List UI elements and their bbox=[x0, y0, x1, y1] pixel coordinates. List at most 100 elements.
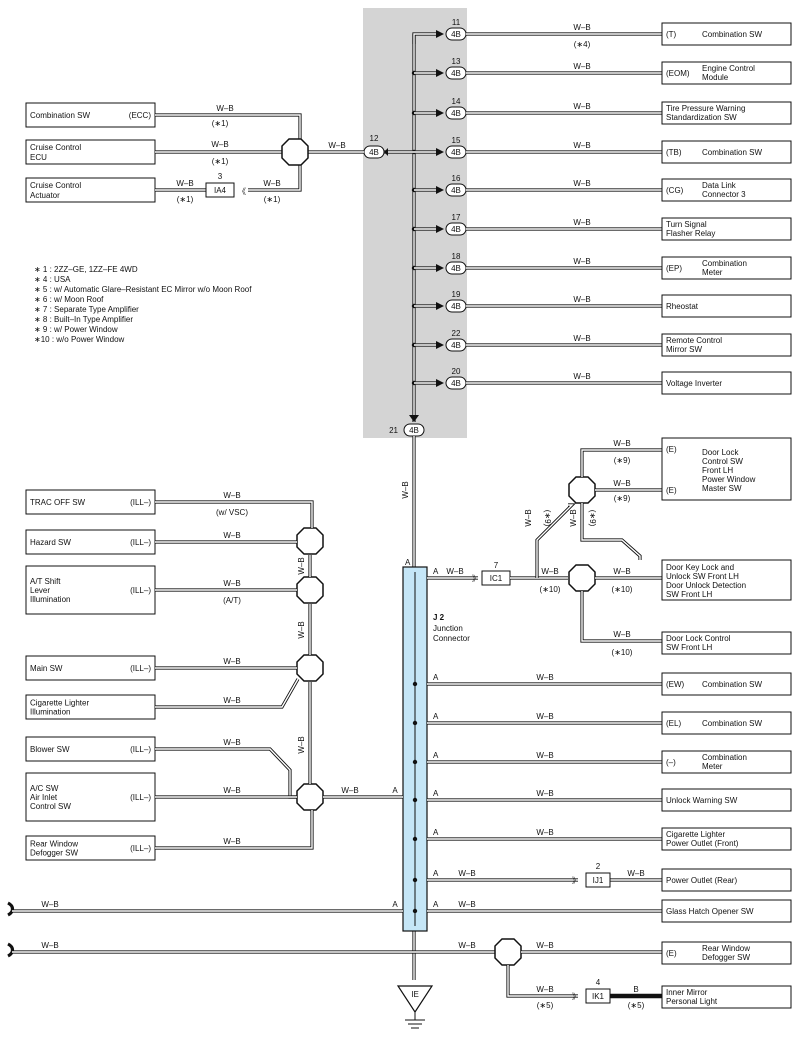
svg-text:W–B: W–B bbox=[573, 218, 590, 227]
svg-text:7: 7 bbox=[494, 561, 499, 570]
svg-text:W–B: W–B bbox=[297, 621, 306, 638]
svg-text:Meter: Meter bbox=[702, 762, 723, 771]
component-box bbox=[661, 217, 792, 241]
svg-text:W–B: W–B bbox=[524, 509, 533, 526]
svg-text:(ILL–): (ILL–) bbox=[130, 793, 151, 802]
svg-text:A: A bbox=[433, 869, 439, 878]
svg-text:Rear Window: Rear Window bbox=[30, 840, 78, 849]
svg-text:Hazard SW: Hazard SW bbox=[30, 538, 71, 547]
svg-text:(E): (E) bbox=[666, 486, 677, 495]
svg-text:W–B: W–B bbox=[536, 941, 553, 950]
component-box bbox=[661, 788, 792, 812]
svg-text:A: A bbox=[433, 567, 439, 576]
svg-text:Defogger SW: Defogger SW bbox=[30, 849, 78, 858]
svg-text:Standardization SW: Standardization SW bbox=[666, 113, 737, 122]
svg-text:22: 22 bbox=[452, 329, 461, 338]
splice-top-left bbox=[281, 138, 309, 166]
svg-text:Power Window: Power Window bbox=[702, 475, 756, 484]
svg-text:4B: 4B bbox=[451, 109, 461, 118]
svg-text:18: 18 bbox=[452, 252, 461, 261]
splice-ill bbox=[296, 527, 324, 555]
svg-text:》: 》 bbox=[572, 992, 580, 1001]
svg-text:(ILL–): (ILL–) bbox=[130, 538, 151, 547]
component-box bbox=[661, 333, 792, 357]
svg-text:A: A bbox=[392, 786, 398, 795]
svg-text:W–B: W–B bbox=[458, 941, 475, 950]
svg-text:IJ1: IJ1 bbox=[593, 876, 604, 885]
svg-text:W–B: W–B bbox=[536, 751, 553, 760]
svg-text:W–B: W–B bbox=[573, 62, 590, 71]
svg-text:B: B bbox=[633, 985, 638, 994]
splice-ill bbox=[296, 576, 324, 604]
svg-text:Door Lock: Door Lock bbox=[702, 448, 739, 457]
svg-text:Unlock SW Front LH: Unlock SW Front LH bbox=[666, 572, 739, 581]
svg-text:Cruise Control: Cruise Control bbox=[30, 143, 81, 152]
svg-text:(A/T): (A/T) bbox=[223, 596, 241, 605]
svg-text:Personal Light: Personal Light bbox=[666, 997, 718, 1006]
svg-text:4B: 4B bbox=[451, 30, 461, 39]
svg-text:W–B: W–B bbox=[573, 334, 590, 343]
svg-text:Main SW: Main SW bbox=[30, 664, 63, 673]
svg-text:(EL): (EL) bbox=[666, 719, 681, 728]
cruise-control-actuator-box bbox=[25, 177, 156, 203]
component-box bbox=[661, 750, 792, 774]
svg-text:14: 14 bbox=[452, 97, 461, 106]
ground-ie bbox=[396, 985, 434, 1014]
svg-text:Power Outlet (Rear): Power Outlet (Rear) bbox=[666, 876, 737, 885]
svg-text:Tire Pressure Warning: Tire Pressure Warning bbox=[666, 104, 745, 113]
svg-text:W–B: W–B bbox=[328, 141, 345, 150]
svg-text:Combination SW: Combination SW bbox=[702, 680, 762, 689]
svg-text:Junction: Junction bbox=[433, 624, 463, 633]
svg-text:W–B: W–B bbox=[573, 141, 590, 150]
svg-text:Combination SW: Combination SW bbox=[30, 111, 90, 120]
svg-text:(EP): (EP) bbox=[666, 264, 682, 273]
svg-text:Cruise Control: Cruise Control bbox=[30, 181, 81, 190]
svg-text:W–B: W–B bbox=[536, 673, 553, 682]
svg-text:(TB): (TB) bbox=[666, 148, 682, 157]
svg-text:IE: IE bbox=[411, 990, 419, 999]
svg-text:Cigarette Lighter: Cigarette Lighter bbox=[666, 830, 725, 839]
svg-text:Combination SW: Combination SW bbox=[702, 719, 762, 728]
svg-text:W–B: W–B bbox=[573, 372, 590, 381]
notes: ∗ 1 : 2ZZ–GE, 1ZZ–FE 4WD ∗ 4 : USA ∗ 5 :… bbox=[34, 265, 252, 344]
svg-text:Unlock Warning SW: Unlock Warning SW bbox=[666, 796, 738, 805]
svg-text:W–B: W–B bbox=[573, 179, 590, 188]
svg-text:《: 《 bbox=[238, 187, 246, 196]
svg-text:W–B: W–B bbox=[223, 786, 240, 795]
svg-text:A/T Shift: A/T Shift bbox=[30, 577, 61, 586]
svg-text:W–B: W–B bbox=[458, 900, 475, 909]
top-row-14: 4B 14W–B Tire Pressure WarningStandardizat… bbox=[411, 97, 792, 125]
svg-text:SW Front LH: SW Front LH bbox=[666, 643, 712, 652]
svg-text:Remote Control: Remote Control bbox=[666, 336, 722, 345]
svg-text:A: A bbox=[433, 673, 439, 682]
component-box bbox=[661, 294, 792, 318]
svg-text:(EOM): (EOM) bbox=[666, 69, 690, 78]
svg-text:4B: 4B bbox=[409, 426, 419, 435]
svg-text:SW Front LH: SW Front LH bbox=[666, 590, 712, 599]
svg-text:Mirror SW: Mirror SW bbox=[666, 345, 702, 354]
svg-text:A: A bbox=[433, 751, 439, 760]
svg-text:(∗9): (∗9) bbox=[588, 510, 597, 527]
component-box bbox=[25, 835, 156, 861]
svg-text:Defogger SW: Defogger SW bbox=[702, 953, 750, 962]
svg-text:(CG): (CG) bbox=[666, 186, 684, 195]
svg-text:W–B: W–B bbox=[223, 579, 240, 588]
svg-text:IA4: IA4 bbox=[214, 186, 227, 195]
svg-text:2: 2 bbox=[596, 862, 601, 871]
combination-sw-ecc-box bbox=[25, 102, 156, 128]
svg-text:W–B: W–B bbox=[573, 102, 590, 111]
splice-door-lower bbox=[568, 564, 596, 592]
svg-text:(ILL–): (ILL–) bbox=[130, 664, 151, 673]
component-box bbox=[25, 529, 156, 555]
svg-text:W–B: W–B bbox=[536, 712, 553, 721]
svg-text:Master SW: Master SW bbox=[702, 484, 742, 493]
